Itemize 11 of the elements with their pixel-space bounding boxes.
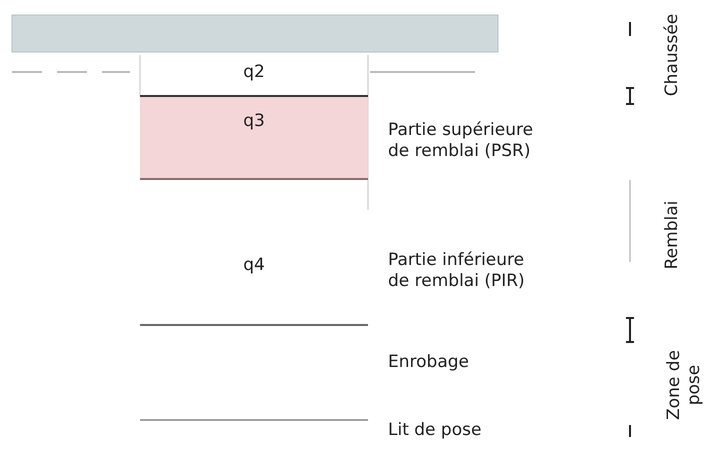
layer-description: Partie inférieure de remblai (PIR) xyxy=(388,250,526,292)
zone-label: Remblai xyxy=(662,200,682,272)
layer-description: Partie supérieure de remblai (PSR) xyxy=(388,120,534,162)
layer-label: q4 xyxy=(242,255,266,276)
zone-label: Zone de pose xyxy=(664,350,704,420)
layer-description: Lit de pose xyxy=(388,420,482,441)
layer-label: q3 xyxy=(242,111,266,131)
fill-layer-box xyxy=(140,95,368,180)
zone-label: Chaussée xyxy=(662,12,682,98)
layer-description: Enrobage xyxy=(388,352,470,373)
layer-label: q2 xyxy=(242,62,266,83)
